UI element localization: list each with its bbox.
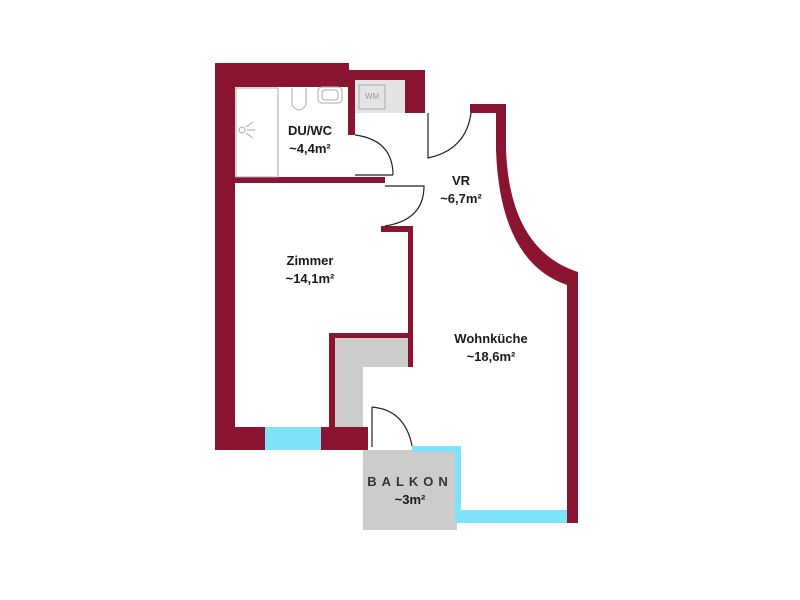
built-in-storage [335, 338, 410, 427]
balcony-floor [363, 450, 457, 530]
room-balkon: BALKON ~3m² [367, 473, 453, 509]
room-wohnkueche: Wohnküche ~18,6m² [454, 330, 527, 366]
room-area: ~3m² [394, 492, 426, 507]
room-zimmer: Zimmer ~14,1m² [286, 252, 335, 288]
door-entrance [427, 112, 472, 159]
shower-tray [235, 87, 279, 178]
room-name: VR [451, 173, 471, 188]
washing-machine-icon [358, 84, 386, 110]
room-name: Wohnküche [454, 331, 528, 346]
walls [215, 63, 578, 523]
room-area: ~6,7m² [440, 191, 482, 206]
room-name: BALKON [367, 474, 453, 489]
sink-icon [317, 86, 343, 104]
door-balcony [371, 406, 413, 447]
room-area: ~18,6m² [466, 349, 516, 364]
window-balcony-right [455, 446, 461, 512]
wm-label: WM [364, 92, 380, 101]
window-wohnkueche [455, 510, 567, 523]
room-du-wc: DU/WC ~4,4m² [288, 122, 332, 158]
shower-icon [238, 126, 246, 134]
room-name: Zimmer [286, 253, 334, 268]
room-vr: VR ~6,7m² [440, 172, 482, 208]
room-name: DU/WC [287, 123, 333, 138]
door-zimmer [384, 185, 425, 227]
room-area: ~4,4m² [289, 141, 331, 156]
toilet-icon [291, 88, 307, 111]
doors [354, 112, 472, 447]
window-zimmer [265, 427, 321, 450]
room-area: ~14,1m² [285, 271, 335, 286]
door-bath [354, 134, 394, 176]
window-balcony-side [412, 446, 457, 452]
bathroom-fixtures [235, 84, 386, 178]
